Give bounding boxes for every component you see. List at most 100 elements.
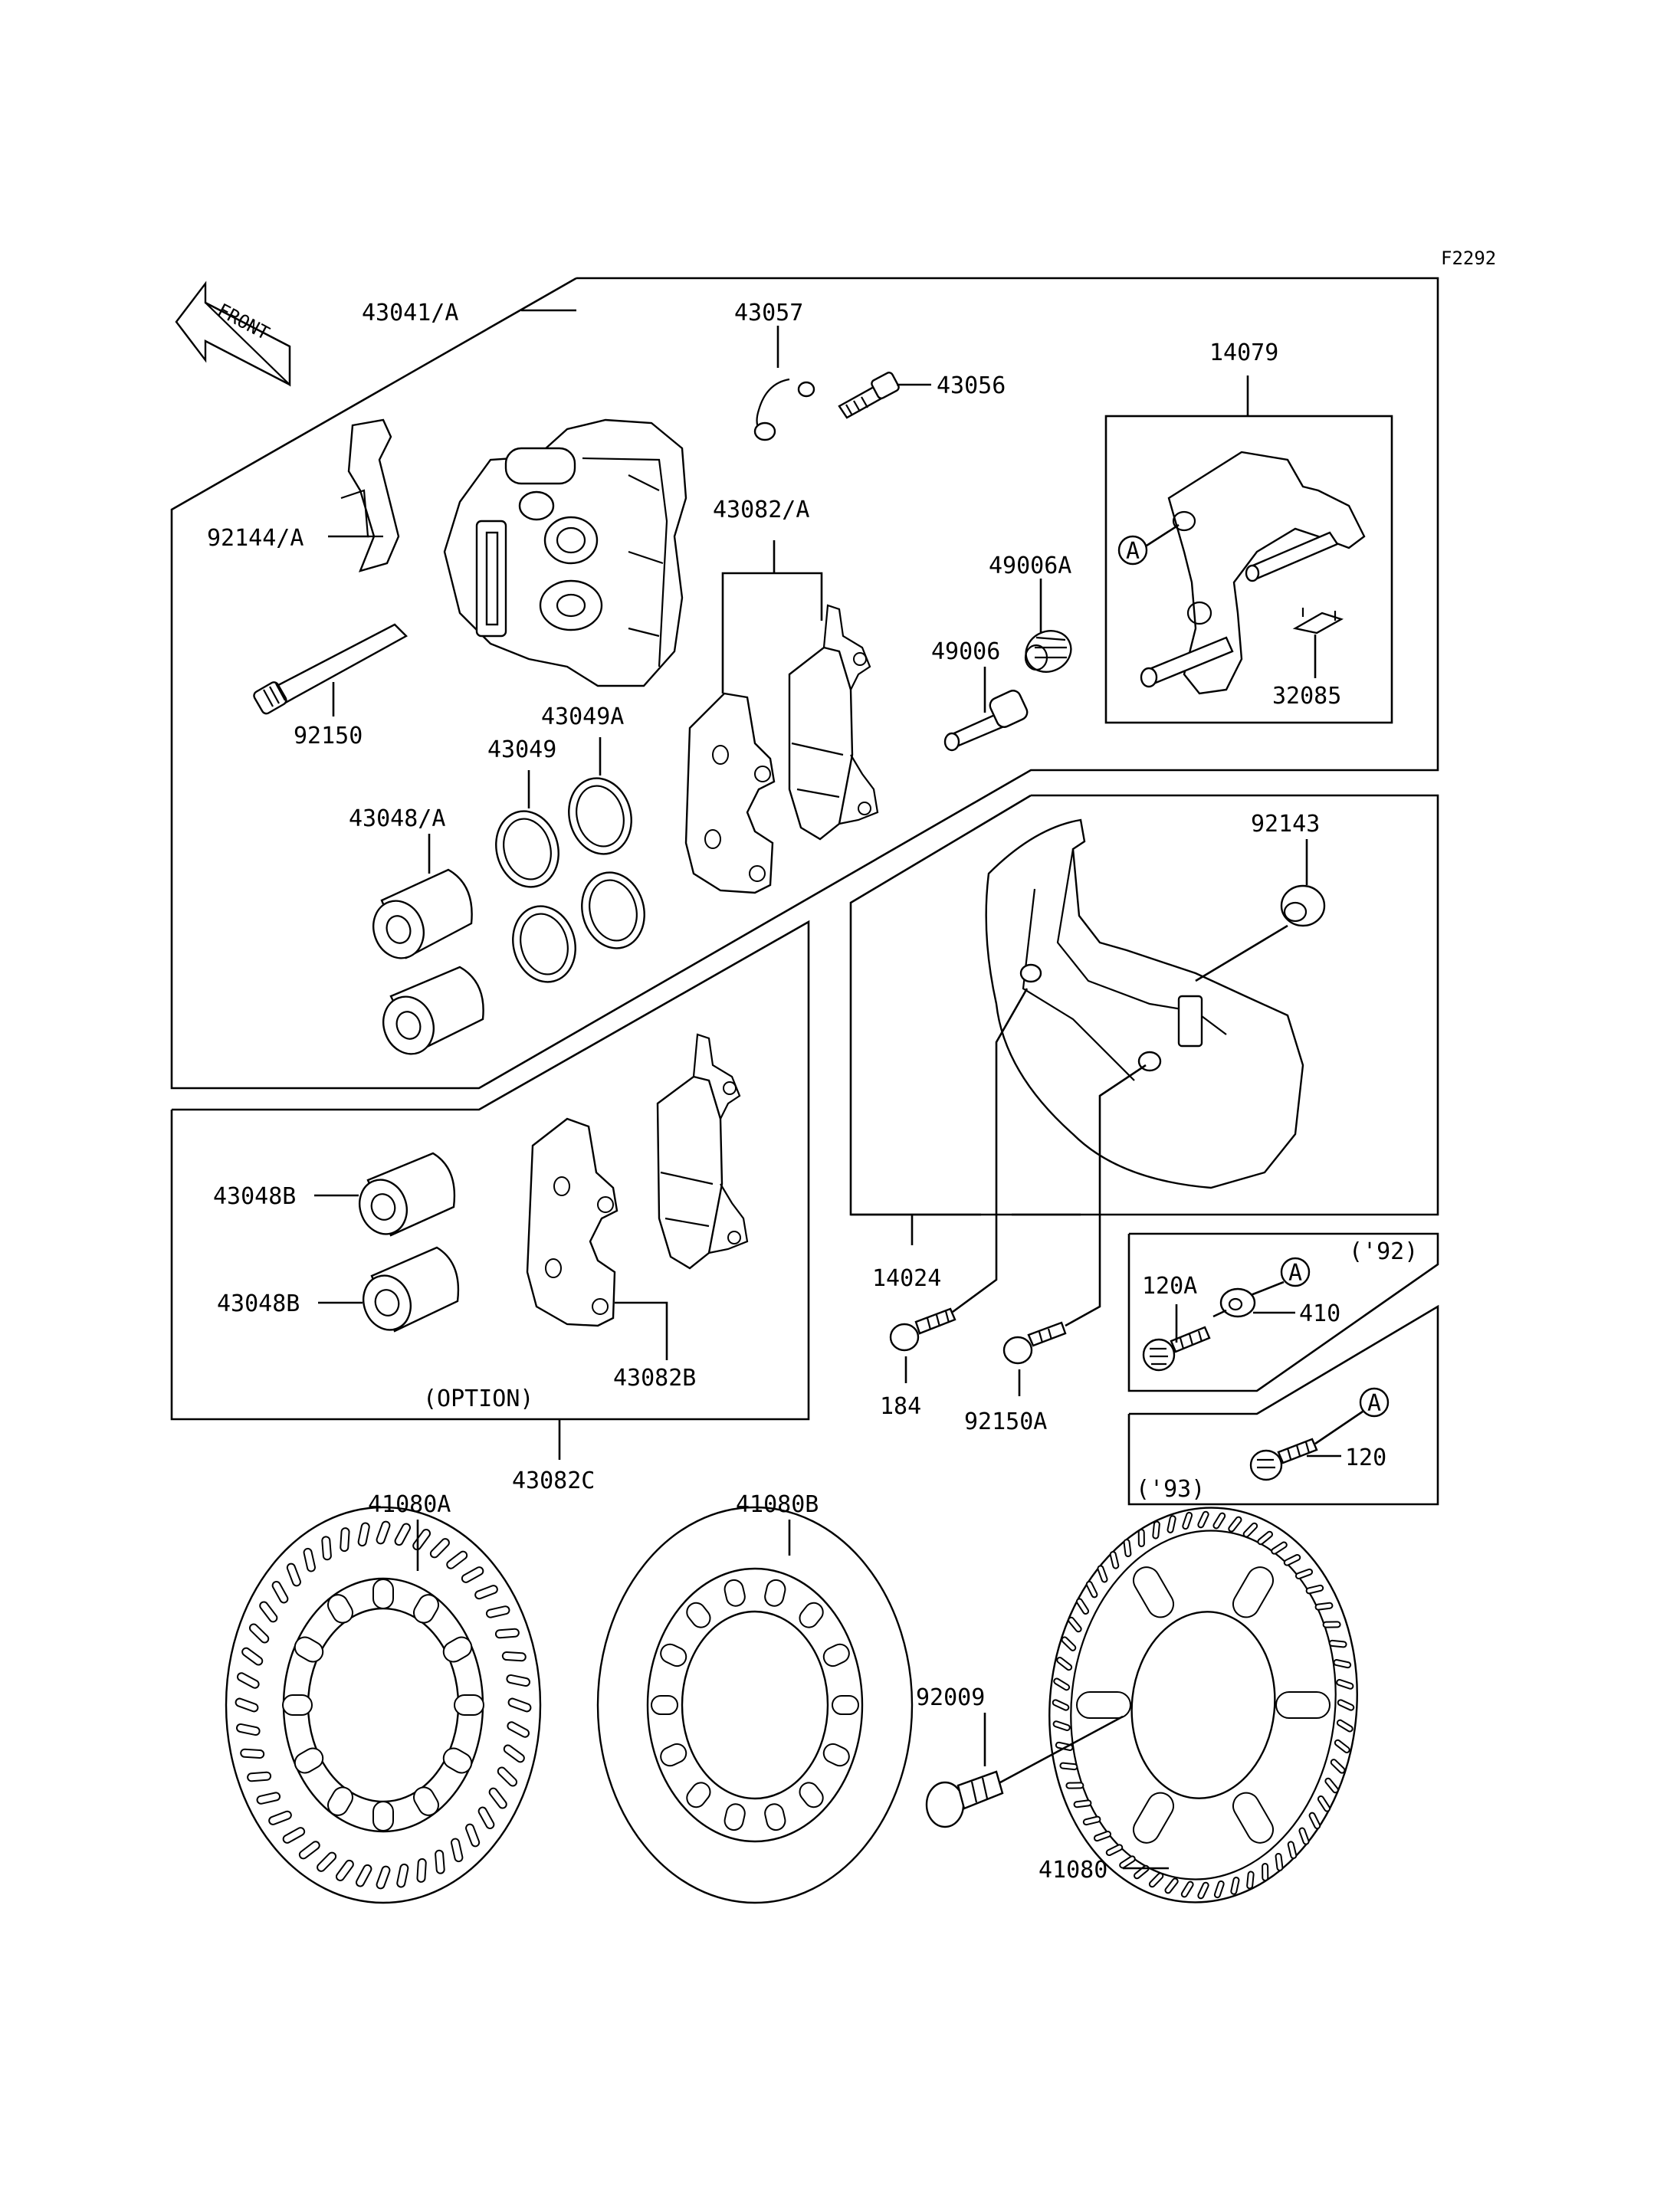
disc-vent-slot (298, 1841, 320, 1860)
bleeder-cap (753, 378, 815, 441)
disc-vent-slot (1330, 1759, 1346, 1774)
front-direction-arrow: FRONT (175, 280, 291, 387)
slide-pin-boot (1024, 630, 1072, 673)
disc-vent-slot (1271, 1541, 1288, 1555)
disc-vent-slot (1093, 1831, 1112, 1842)
disc-vent-slot (1076, 1691, 1131, 1719)
disc-vent-slot (1119, 1855, 1136, 1869)
disc-vent-slot (247, 1771, 272, 1782)
disc-vent-slot (506, 1674, 530, 1687)
disc-vent-slot (241, 1647, 264, 1666)
disc-vent-slot (446, 1550, 468, 1569)
disc-vent-slot (503, 1744, 525, 1763)
disc-vent-slot (1148, 1872, 1164, 1888)
brake-disc-41080b (596, 1506, 914, 1904)
disc-vent-slot (327, 1786, 353, 1816)
disc-vent-slot (321, 1536, 332, 1561)
disc-vent-slot (286, 1562, 301, 1587)
disc-vent-slot (1336, 1719, 1354, 1733)
disc-vent-slot (248, 1623, 270, 1644)
disc-vent-slot (477, 1806, 495, 1830)
label-92144A: 92144/A (207, 525, 304, 552)
disc-vent-slot (317, 1851, 337, 1872)
ref-circle-a-93 (1359, 1387, 1390, 1418)
disc-vent-slot (259, 1601, 278, 1623)
disc-vent-slot (1228, 1516, 1242, 1533)
brake-pad-pair-a (684, 604, 879, 894)
ref-mark-a-92: A (1288, 1260, 1302, 1287)
disc-vent-slot (660, 1743, 687, 1767)
disc-vent-slot (282, 1827, 306, 1844)
disc-vent-slot (1182, 1511, 1193, 1530)
caliper-pistons-a (372, 868, 484, 1055)
disc-vent-slot (501, 1651, 527, 1662)
disc-vent-slot (1314, 1602, 1334, 1611)
caliper-assembly-box (170, 277, 1439, 1090)
disc-vent-slot (413, 1786, 439, 1816)
disc-vent-slot (1298, 1827, 1310, 1845)
disc-vent-slot (412, 1594, 439, 1624)
disc-vent-slot (822, 1643, 850, 1667)
disc-vent-slot (1053, 1677, 1071, 1691)
disc-vent-slot (764, 1579, 786, 1607)
disc-vent-slot (1152, 1520, 1160, 1540)
disc-vent-slot (372, 1579, 394, 1609)
label-43041A: 43041/A (362, 300, 458, 326)
label-43057: 43057 (734, 300, 803, 326)
disc-vent-slot (686, 1782, 711, 1808)
disc-vent-slot (303, 1547, 316, 1572)
disc-vent-slot (1287, 1841, 1298, 1859)
disc-vent-slot (1283, 1553, 1301, 1566)
disc-cover (985, 818, 1304, 1189)
disc-vent-slot (1328, 1639, 1347, 1648)
disc-vent-slot (1085, 1580, 1098, 1599)
disc-vent-slot (1068, 1616, 1082, 1633)
disc-vent-slot (1082, 1815, 1101, 1826)
option-label: (OPTION) (423, 1385, 534, 1412)
disc-vent-slot (822, 1743, 850, 1767)
ref-mark-a-bracket: A (1126, 538, 1140, 565)
grommet (1280, 884, 1326, 927)
disc-vent-slot (1133, 1792, 1174, 1844)
disc-vent-slot (1073, 1799, 1092, 1808)
disc-vent-slot (340, 1527, 350, 1553)
disc-vent-slot (1065, 1782, 1084, 1789)
disc-vent-slot (376, 1520, 391, 1545)
caliper-body (443, 418, 687, 687)
slide-pin (943, 690, 1029, 752)
disc-vent-slot (1059, 1762, 1078, 1771)
disc-vent-slot (686, 1602, 711, 1628)
label-41080A: 41080A (368, 1491, 451, 1518)
label-43082B: 43082B (613, 1365, 696, 1392)
disc-vent-slot (442, 1747, 473, 1774)
disc-vent-slot (1212, 1512, 1226, 1530)
pad-pin (253, 623, 408, 715)
disc-vent-slot (660, 1643, 687, 1667)
label-43048B-1: 43048B (213, 1183, 296, 1210)
disc-vent-slot (236, 1723, 261, 1736)
disc-vent-slot (1262, 1863, 1269, 1881)
year-93-label: ('93) (1136, 1476, 1205, 1503)
label-41080: 41080 (1039, 1857, 1107, 1884)
disc-vent-slot (294, 1636, 324, 1663)
label-49006A: 49006A (989, 553, 1071, 579)
ref-circle-a-bracket (1117, 535, 1148, 566)
label-43082A: 43082/A (713, 497, 809, 523)
label-43082C: 43082C (512, 1467, 595, 1494)
disc-vent-slot (454, 1694, 484, 1716)
bolt-184 (889, 1307, 956, 1352)
disc-vent-slot (1123, 1539, 1132, 1558)
label-410: 410 (1299, 1300, 1340, 1327)
disc-vent-slot (1294, 1568, 1314, 1579)
disc-vent-slot (1275, 1691, 1331, 1719)
disc-vent-slot (376, 1865, 391, 1890)
disc-vent-slot (1230, 1877, 1240, 1895)
pad-clip (1292, 608, 1344, 635)
disc-vent-slot (1166, 1515, 1176, 1533)
piston-seals (495, 777, 645, 983)
label-120A: 120A (1142, 1273, 1197, 1300)
disc-vent-slot (488, 1787, 507, 1809)
disc-vent-slot (240, 1748, 265, 1759)
year-92-label: ('92) (1349, 1238, 1418, 1265)
